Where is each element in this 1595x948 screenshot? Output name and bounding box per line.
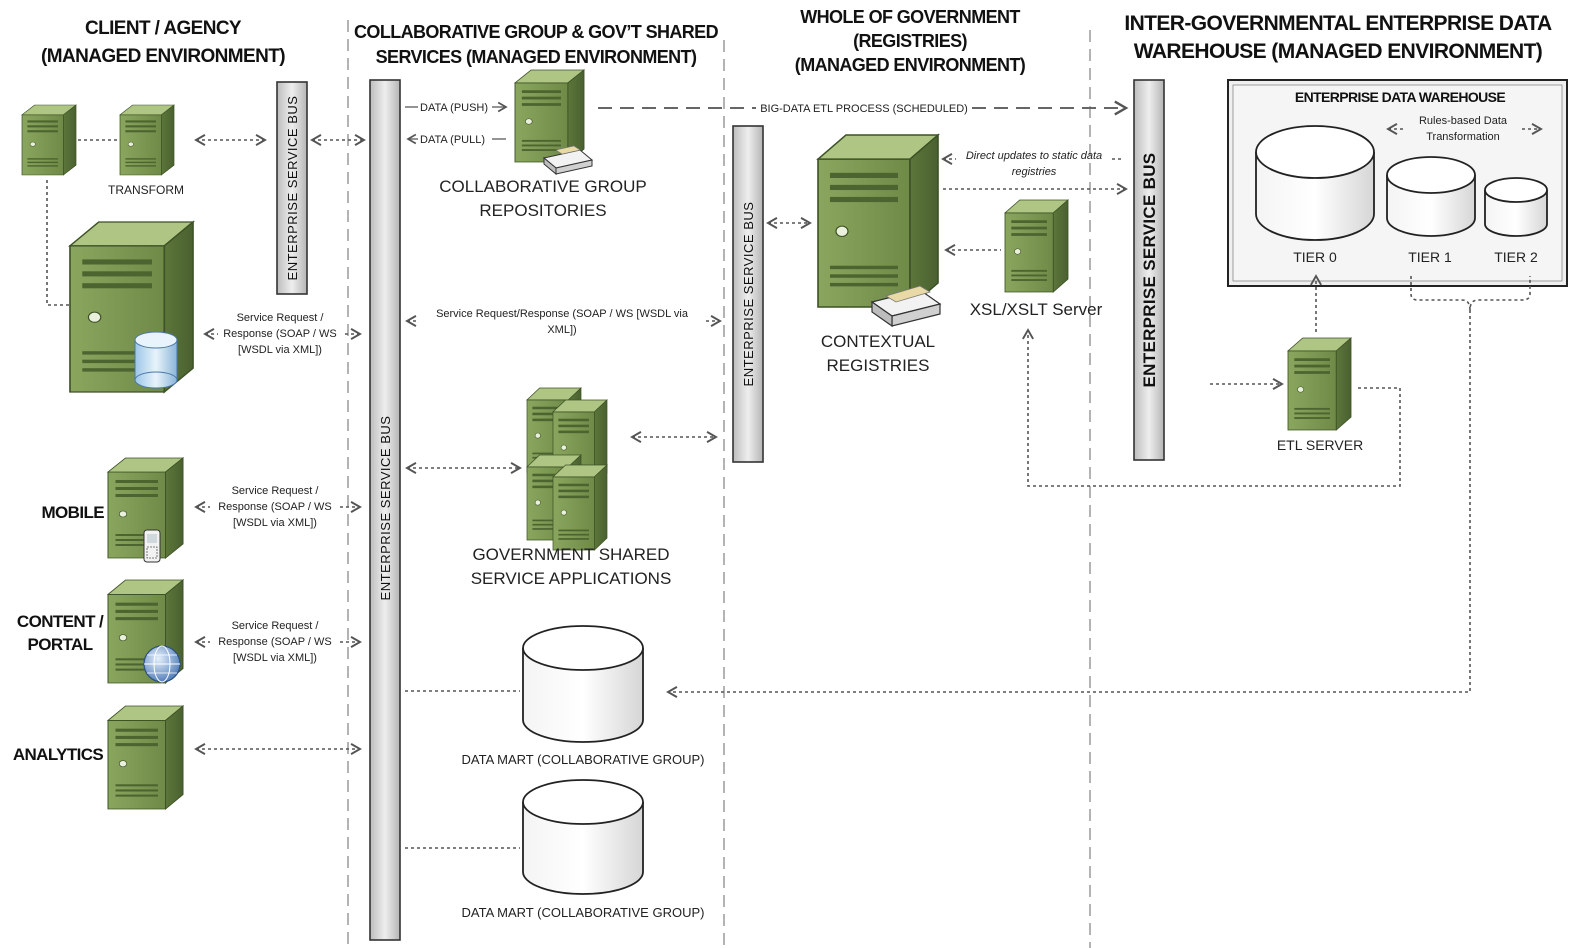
svg-text:Rules-based Data: Rules-based Data (1419, 115, 1508, 127)
wog-header-line2: (REGISTRIES) (853, 31, 967, 51)
inter-header-line2: WAREHOUSE (MANAGED ENVIRONMENT) (1134, 40, 1542, 63)
analytics-label: ANALYTICS (13, 745, 104, 764)
etl-server-label: ETL SERVER (1277, 437, 1363, 453)
service-request-label: Service Request / Response (SOAP / WS [W… (218, 620, 332, 664)
svg-text:registries: registries (1012, 166, 1057, 178)
service-bus-wog: ENTERPRISE SERVICE BUS (732, 125, 764, 463)
service-bus-collab: ENTERPRISE SERVICE BUS (369, 79, 401, 941)
repositories-label-line1: COLLABORATIVE GROUP (439, 177, 647, 196)
connector (46, 180, 70, 306)
tier0-label: TIER 0 (1293, 249, 1337, 265)
wog-header-line1: WHOLE OF GOVERNMENT (800, 7, 1020, 27)
client-header-line1: CLIENT / AGENCY (85, 18, 242, 39)
direct-updates-label: Direct updates to static data registries (966, 150, 1102, 178)
svg-text:Response (SOAP / WS: Response (SOAP / WS (223, 328, 337, 340)
data-mart-label: DATA MART (COLLABORATIVE GROUP) (462, 752, 705, 767)
rules-label: Rules-based Data Transformation (1419, 115, 1508, 143)
service-request-label: Service Request/Response (SOAP / WS [WSD… (436, 308, 689, 336)
svg-text:Service Request /: Service Request / (232, 620, 320, 632)
repositories-label-line2: REPOSITORIES (479, 201, 606, 220)
transform-server-icon (119, 104, 175, 176)
data-pull-label: DATA (PULL) (420, 134, 485, 146)
transform-label: TRANSFORM (108, 183, 184, 197)
data-push-label: DATA (PUSH) (420, 102, 488, 114)
svg-text:Service Request /: Service Request / (237, 312, 325, 324)
svg-text:Service Request/Response (SOAP: Service Request/Response (SOAP / WS [WSD… (436, 308, 689, 320)
svg-text:Direct updates to static data: Direct updates to static data (966, 150, 1102, 162)
svg-text:Response (SOAP / WS: Response (SOAP / WS (218, 501, 332, 513)
database-icon (134, 331, 178, 389)
data-mart-cylinder (522, 625, 644, 743)
mobile-phone-icon (143, 529, 161, 563)
data-mart-cylinder (522, 779, 644, 895)
svg-text:XML]): XML]) (547, 324, 576, 336)
content-portal-label-line1: CONTENT / (17, 612, 104, 631)
document-tray-icon (870, 285, 942, 328)
xsl-server-label: XSL/XSLT Server (970, 300, 1103, 319)
bigdata-etl-label: BIG-DATA ETL PROCESS (SCHEDULED) (760, 103, 968, 115)
svg-text:Transformation: Transformation (1426, 131, 1500, 143)
client-server-icon (21, 104, 77, 176)
service-request-label: Service Request / Response (SOAP / WS [W… (223, 312, 337, 356)
contextual-registry-server-icon (817, 134, 939, 308)
analytics-server-icon (107, 705, 184, 810)
tier2-label: TIER 2 (1494, 249, 1538, 265)
globe-icon (143, 645, 181, 683)
service-request-label: Service Request / Response (SOAP / WS [W… (218, 485, 332, 529)
service-bus-label: ENTERPRISE SERVICE BUS (741, 202, 756, 387)
service-bus-warehouse: ENTERPRISE SERVICE BUS (1133, 79, 1165, 461)
warehouse-title: ENTERPRISE DATA WAREHOUSE (1295, 89, 1506, 105)
tier2-cylinder (1484, 177, 1548, 237)
svg-text:[WSDL via XML]): [WSDL via XML]) (238, 344, 322, 356)
collab-header-line2: SERVICES (MANAGED ENVIRONMENT) (376, 47, 697, 67)
tier1-label: TIER 1 (1408, 249, 1452, 265)
svg-text:[WSDL via XML]): [WSDL via XML]) (233, 652, 317, 664)
gov-shared-label-line2: SERVICE APPLICATIONS (471, 569, 672, 588)
connector-arrow (1022, 328, 1401, 487)
service-bus-client: ENTERPRISE SERVICE BUS (276, 81, 308, 295)
tier0-cylinder (1255, 125, 1375, 241)
data-mart-label: DATA MART (COLLABORATIVE GROUP) (462, 905, 705, 920)
collab-header-line1: COLLABORATIVE GROUP & GOV’T SHARED (354, 22, 719, 42)
inter-header-line1: INTER-GOVERNMENTAL ENTERPRISE DATA (1124, 12, 1552, 35)
mobile-label: MOBILE (41, 503, 104, 522)
document-tray-icon (542, 145, 594, 176)
gov-shared-label-line1: GOVERNMENT SHARED (472, 545, 669, 564)
service-bus-label: ENTERPRISE SERVICE BUS (1140, 153, 1159, 388)
svg-text:[WSDL via XML]): [WSDL via XML]) (233, 517, 317, 529)
contextual-registries-label-line1: CONTEXTUAL (821, 332, 935, 351)
contextual-registries-label-line2: REGISTRIES (827, 356, 930, 375)
connector-arrow (666, 310, 1471, 698)
service-bus-label: ENTERPRISE SERVICE BUS (285, 96, 300, 281)
svg-text:Service Request /: Service Request / (232, 485, 320, 497)
shared-service-server-icon (552, 464, 608, 551)
client-header-line2: (MANAGED ENVIRONMENT) (41, 46, 285, 67)
wog-header-line3: (MANAGED ENVIRONMENT) (795, 55, 1026, 75)
etl-server-icon (1287, 337, 1352, 431)
content-portal-label-line2: PORTAL (27, 635, 92, 654)
tier1-cylinder (1386, 156, 1476, 237)
xsl-server-icon (1004, 199, 1069, 293)
svg-text:Response (SOAP / WS: Response (SOAP / WS (218, 636, 332, 648)
service-bus-label: ENTERPRISE SERVICE BUS (378, 416, 393, 601)
